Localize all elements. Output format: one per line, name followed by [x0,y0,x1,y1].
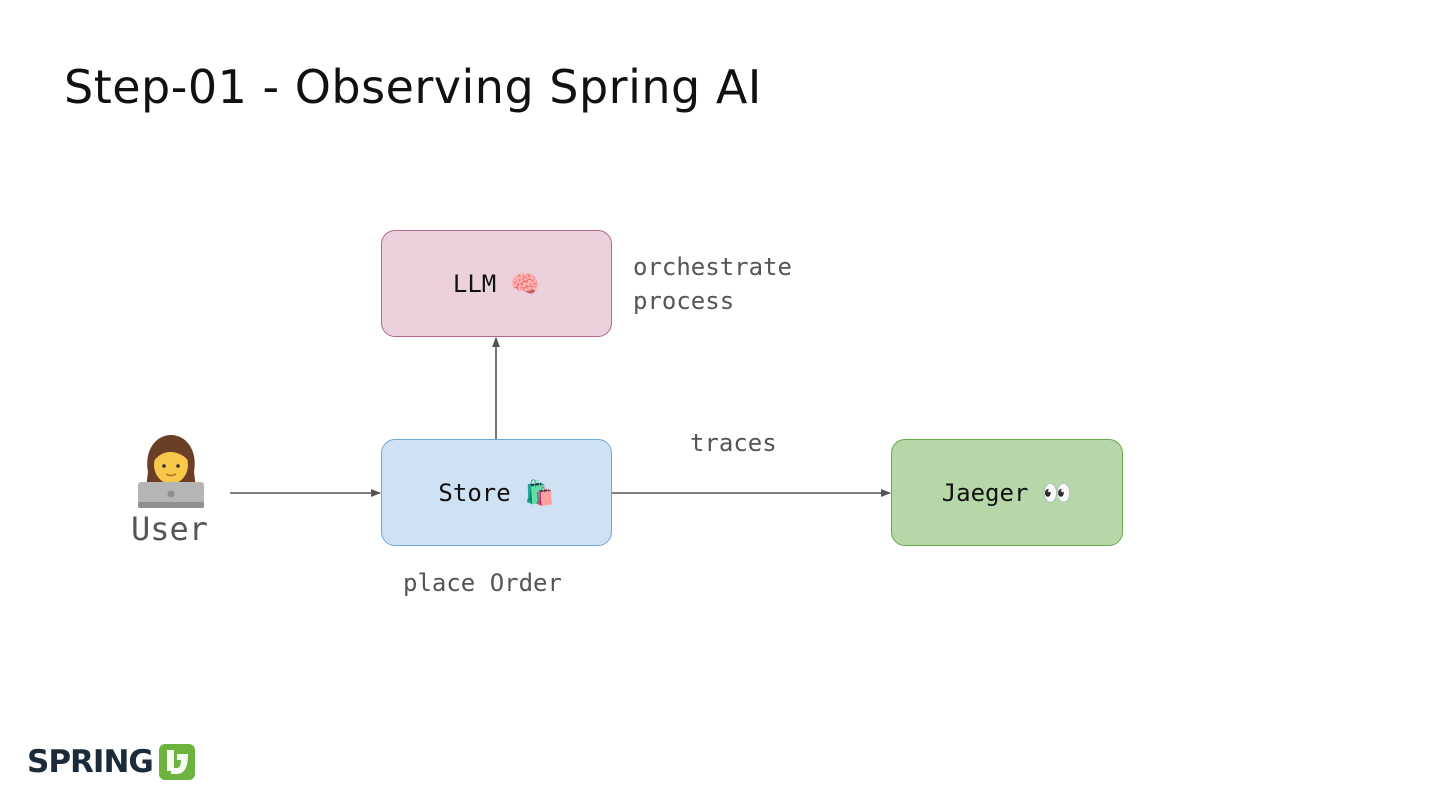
annotation-line: orchestrate [633,253,792,281]
llm-node-label: LLM [452,269,497,298]
jaeger-node: Jaeger 👀 [891,439,1123,546]
spring-logo-text: SPRING [27,744,154,780]
orchestrate-process-annotation: orchestrate process [633,250,792,318]
shopping-bags-icon: 🛍️ [524,478,555,507]
brain-icon: 🧠 [510,269,541,298]
place-order-annotation: place Order [403,569,562,597]
annotation-line: process [633,287,735,315]
spring-logo: SPRING [27,744,195,780]
traces-annotation: traces [690,429,777,457]
jaeger-node-label: Jaeger [941,478,1029,507]
user-label: User [131,510,209,548]
store-node: Store 🛍️ [381,439,612,546]
llm-node: LLM 🧠 [381,230,612,337]
spring-io-logo-icon [158,744,195,780]
eyes-icon: 👀 [1042,478,1073,507]
woman-technologist-icon [138,435,204,508]
store-node-label: Store [438,478,511,507]
slide-title: Step-01 - Observing Spring AI [64,60,762,114]
